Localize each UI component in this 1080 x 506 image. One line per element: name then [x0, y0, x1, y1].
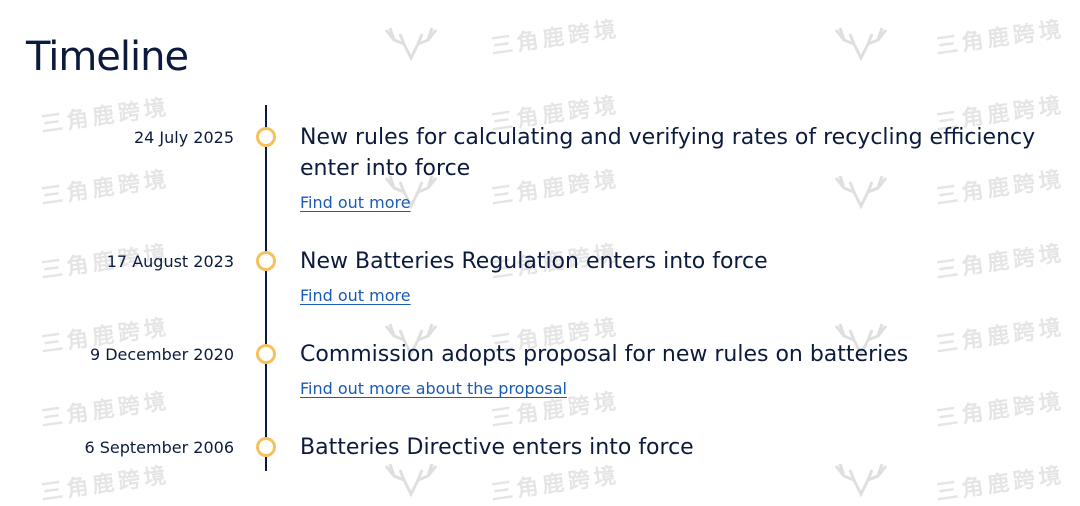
timeline-dot-icon [256, 344, 276, 364]
event-date: 17 August 2023 [106, 252, 234, 271]
find-out-more-link[interactable]: Find out more [300, 286, 411, 305]
timeline-dot-icon [256, 437, 276, 457]
find-out-more-link[interactable]: Find out more [300, 193, 411, 212]
page-title: Timeline [26, 34, 189, 80]
event-title: New rules for calculating and verifying … [300, 125, 1036, 181]
event-date: 24 July 2025 [133, 128, 234, 147]
timeline-dot-icon [256, 251, 276, 271]
event-date: 9 December 2020 [89, 345, 234, 364]
event-title: New Batteries Regulation enters into for… [300, 249, 768, 274]
event-title: Batteries Directive enters into force [300, 435, 694, 460]
event-date: 6 September 2006 [84, 438, 234, 457]
event-title: Commission adopts proposal for new rules… [300, 342, 909, 367]
timeline-line [265, 105, 267, 471]
find-out-more-about-proposal-link[interactable]: Find out more about the proposal [300, 379, 567, 398]
timeline-dot-icon [256, 127, 276, 147]
